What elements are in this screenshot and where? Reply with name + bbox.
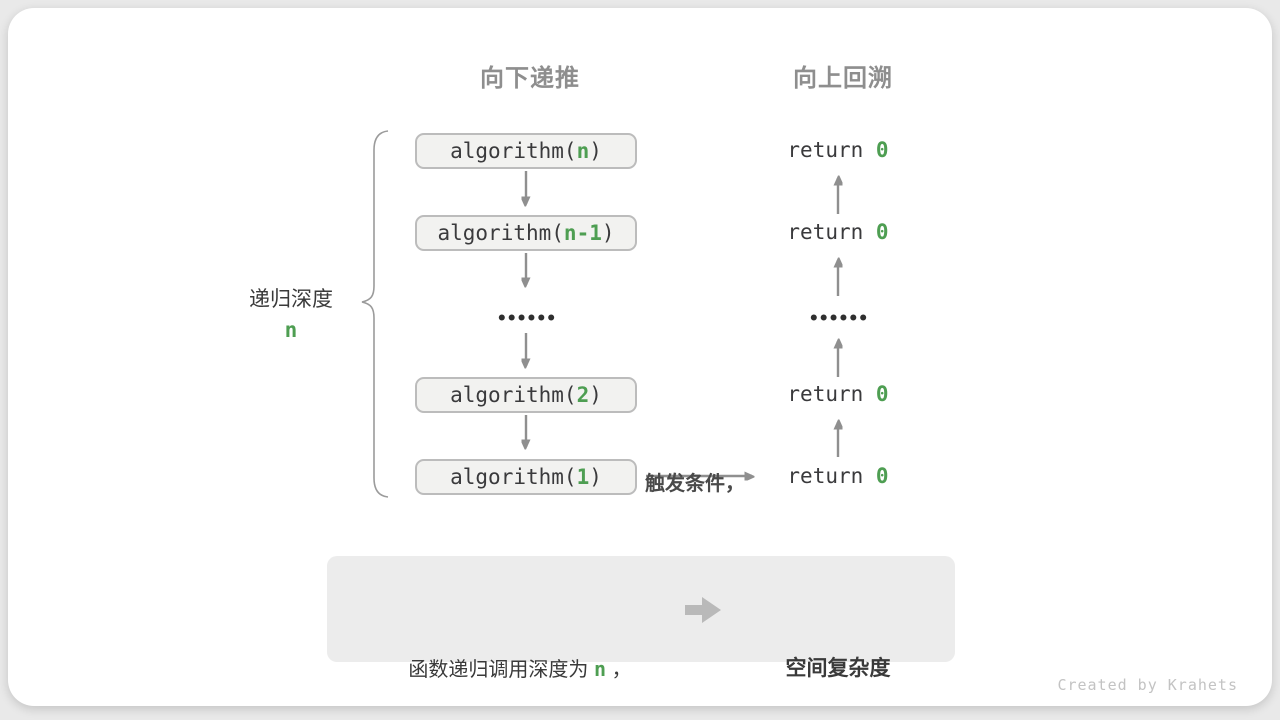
summary-panel: 函数递归调用深度为 n ， 共使用 O(n) 的栈帧空间 空间复杂度 线性阶 O…	[327, 556, 955, 681]
call-frame-code: algorithm(n)	[450, 139, 602, 163]
return-statement: return 0	[787, 382, 889, 406]
call-arg: n-1	[563, 221, 602, 245]
base-case-note-line1: 触发条件，	[645, 473, 745, 495]
call-frame-n: algorithm(n)	[415, 133, 637, 169]
call-frame-code: algorithm(2)	[450, 383, 602, 407]
space-complexity-title: 空间复杂度	[785, 657, 891, 680]
call-frame-1: algorithm(1)	[415, 459, 637, 495]
return-statement: return 0	[787, 220, 889, 244]
return-value: 0	[875, 464, 889, 488]
implies-arrow-icon	[683, 594, 723, 631]
call-frame-n-1: algorithm(n-1)	[415, 215, 637, 251]
return-value: 0	[875, 220, 889, 244]
header-recurse-down: 向下递推	[480, 65, 580, 92]
header-backtrack-up: 向上回溯	[793, 65, 893, 92]
ellipsis-right: ••••••	[808, 309, 868, 329]
depth-n-inline: n	[593, 657, 607, 681]
call-arg: 1	[576, 465, 590, 489]
depth-label: 递归深度	[249, 288, 333, 311]
depth-value: n	[284, 318, 298, 342]
summary-description: 函数递归调用深度为 n ， 共使用 O(n) 的栈帧空间	[335, 569, 705, 720]
call-arg: 2	[576, 383, 590, 407]
credit-text: Created by Krahets	[1057, 676, 1238, 694]
call-arg: n	[576, 139, 590, 163]
summary-line1: 函数递归调用深度为 n ，	[408, 657, 632, 681]
summary-conclusion: 空间复杂度 线性阶 O(n)	[727, 569, 949, 720]
return-value: 0	[875, 138, 889, 162]
return-statement: return 0	[787, 138, 889, 162]
call-frame-2: algorithm(2)	[415, 377, 637, 413]
ellipsis-left: ••••••	[496, 309, 556, 329]
return-statement: return 0	[787, 464, 889, 488]
call-frame-code: algorithm(1)	[450, 465, 602, 489]
call-frame-code: algorithm(n-1)	[437, 221, 615, 245]
return-value: 0	[875, 382, 889, 406]
